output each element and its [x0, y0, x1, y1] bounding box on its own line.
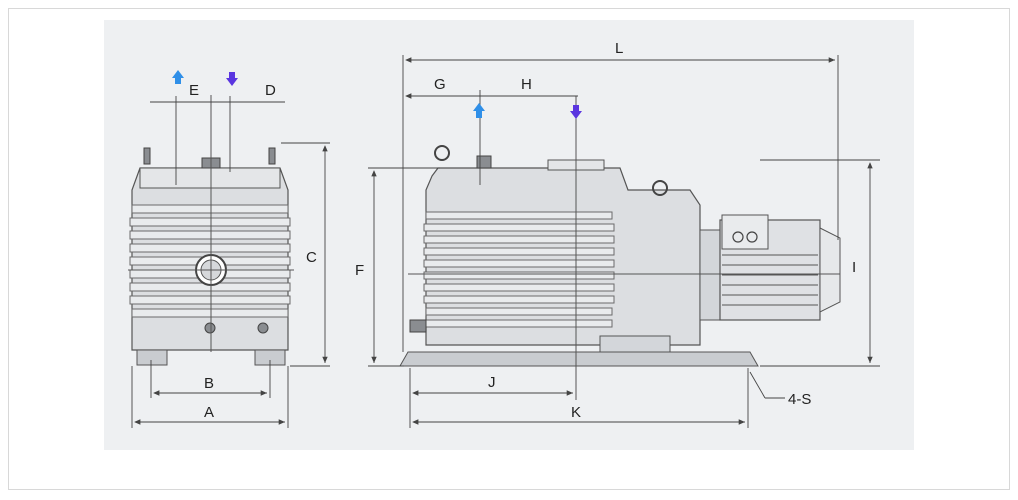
motor-fins: [722, 254, 818, 306]
label-i: I: [852, 259, 856, 276]
label-a: A: [204, 404, 214, 421]
label-g: G: [434, 76, 446, 93]
label-h: H: [521, 76, 532, 93]
arrow-down-icon: [570, 105, 582, 119]
label-k: K: [571, 404, 581, 421]
arrow-up-icon: [172, 70, 184, 84]
side-view: [399, 96, 841, 400]
label-j: J: [488, 374, 496, 391]
label-f: F: [355, 262, 364, 279]
label-l: L: [615, 40, 623, 57]
side-dimensions: [368, 55, 880, 428]
dimension-labels: E D C B A G H L F I J K 4-S: [189, 40, 856, 421]
side-fins: [423, 211, 615, 328]
front-dimensions: [131, 96, 330, 428]
front-view: [128, 95, 294, 366]
arrow-down-icon: [226, 72, 238, 86]
label-4s: 4-S: [788, 391, 811, 408]
label-d: D: [265, 82, 276, 99]
side-base: [399, 351, 759, 367]
label-e: E: [189, 82, 199, 99]
front-fins: [129, 204, 291, 318]
label-b: B: [204, 375, 214, 392]
flow-arrows: [172, 70, 582, 119]
label-c: C: [306, 249, 317, 266]
arrow-up-icon: [473, 103, 485, 118]
